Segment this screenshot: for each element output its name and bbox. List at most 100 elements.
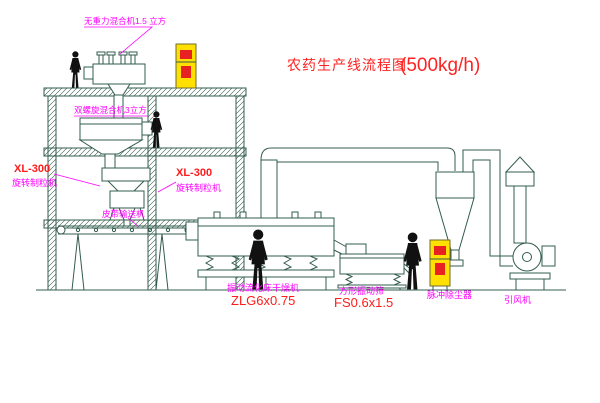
spiral-mixer	[78, 117, 153, 169]
belt-pulley-left	[56, 225, 66, 235]
panel-red-label	[434, 246, 446, 255]
worker-ground-right	[403, 232, 422, 290]
exhaust-duct	[260, 147, 456, 171]
mixer-stub-cap	[118, 51, 128, 56]
belt-roller	[75, 227, 81, 233]
duct-inner	[277, 161, 439, 171]
dryer-base	[197, 269, 335, 278]
spiral-mixer-body	[79, 117, 143, 141]
vibrating-sieve	[337, 243, 413, 290]
mixer-motor	[83, 66, 94, 80]
mixer-stub-cap	[96, 51, 106, 56]
diagram-title: 农药生产线流程图	[287, 57, 407, 73]
dryer-top-stub	[239, 211, 247, 219]
sieve-body	[339, 253, 405, 275]
dryer-body	[197, 217, 335, 257]
granulator-chute	[123, 219, 131, 227]
belt-leg	[77, 233, 85, 291]
dryer-top-stub	[291, 211, 299, 219]
worker-top-floor	[69, 51, 82, 88]
panel-red-label	[435, 263, 445, 275]
sieve-inlet-hopper	[345, 243, 367, 255]
granulator-leg	[139, 207, 145, 221]
column-right	[235, 95, 245, 291]
granulator-leg	[109, 207, 115, 221]
dryer-top-stub	[213, 211, 221, 219]
belt-conveyor	[56, 225, 194, 291]
cyclone-cylinder	[435, 171, 475, 199]
label-sieve-name: 方形振动筛	[339, 285, 384, 296]
spiral-mixer-motor	[141, 121, 153, 136]
label-dryer-name: 振动流化床干燥机	[227, 282, 299, 293]
belt-leg	[161, 233, 169, 291]
spiral-mixer-cone	[78, 139, 144, 155]
belt-roller	[111, 227, 117, 233]
column-left	[47, 95, 57, 291]
fluid-bed-dryer	[185, 159, 353, 290]
dryer-spring	[204, 255, 215, 271]
belt-roller	[93, 227, 99, 233]
leader-belt	[127, 217, 139, 227]
mixer-stub-cap	[106, 51, 116, 56]
diagram-title-capacity: (500kg/h)	[400, 55, 480, 76]
leader-granulator-left	[53, 173, 101, 187]
gravity-mixer	[83, 51, 146, 119]
belt-roller	[129, 227, 135, 233]
duct-outer	[260, 147, 456, 171]
stack-cap-body	[505, 171, 535, 187]
fan-hub	[522, 252, 532, 262]
building-structure	[43, 87, 247, 291]
mixer-stub	[120, 54, 126, 65]
belt-leg	[71, 233, 79, 291]
granulator	[101, 167, 151, 227]
induced-draft-fan	[504, 156, 556, 290]
dryer-spring	[230, 255, 241, 271]
sieve-base	[337, 284, 407, 289]
mixer-stub	[130, 54, 136, 65]
leader-gravity-mixer	[84, 26, 154, 55]
belt-roller	[147, 227, 153, 233]
mixer-body	[92, 63, 146, 85]
label-granulator-left-name: 旋转制粒机	[12, 177, 57, 188]
sieve-spring	[344, 273, 354, 286]
label-sieve-model: FS0.6x1.5	[334, 295, 393, 310]
leader-lines	[53, 26, 177, 227]
leader-granulator-mid	[157, 181, 177, 193]
sieve-spring	[392, 273, 402, 286]
cyclone-outlet-pipe-inner	[472, 159, 513, 257]
panel-red-label	[180, 50, 192, 59]
dryer-outlet-duct	[260, 159, 278, 219]
stack-pipe	[513, 185, 527, 244]
mixer-stub-cap	[128, 51, 138, 56]
dryer-spring	[308, 255, 319, 271]
label-gravity-mixer: 无重力混合机1.5 立方	[84, 16, 166, 26]
mixer-stub	[108, 54, 114, 65]
label-dryer-model: ZLG6x0.75	[231, 293, 295, 308]
fan-motor	[541, 245, 556, 267]
fan-base	[509, 272, 551, 280]
spiral-mixer-pipe	[104, 153, 116, 169]
granulator-hopper	[101, 167, 151, 182]
diagram-labels: 无重力混合机1.5 立方 农药生产线流程图 (500kg/h) 双螺旋混合机3立…	[12, 16, 531, 310]
mixer-stub	[98, 54, 104, 65]
granulator-body	[109, 190, 145, 209]
control-panel-top	[175, 43, 197, 89]
label-spiral-mixer: 双螺旋混合机3立方	[74, 105, 147, 115]
label-granulator-left-model: XL-300	[14, 163, 50, 175]
dryer-inlet-box	[185, 221, 199, 241]
cyclone-drop-pipe	[450, 249, 460, 261]
cyclone-separator	[435, 149, 513, 267]
belt-leg	[155, 233, 163, 291]
label-granulator-mid-name: 旋转制粒机	[176, 182, 221, 193]
control-panel-dust	[429, 239, 451, 290]
panel-red-label	[181, 66, 191, 78]
label-fan: 引风机	[504, 294, 531, 305]
stack-cap-cone	[504, 156, 536, 173]
cyclone-outlet-pipe-outer	[462, 149, 513, 267]
dryer-top-stub	[314, 211, 322, 219]
beam-mid	[43, 147, 247, 157]
label-belt-conveyor: 皮带输送机	[102, 209, 145, 219]
belt-roller	[165, 227, 171, 233]
